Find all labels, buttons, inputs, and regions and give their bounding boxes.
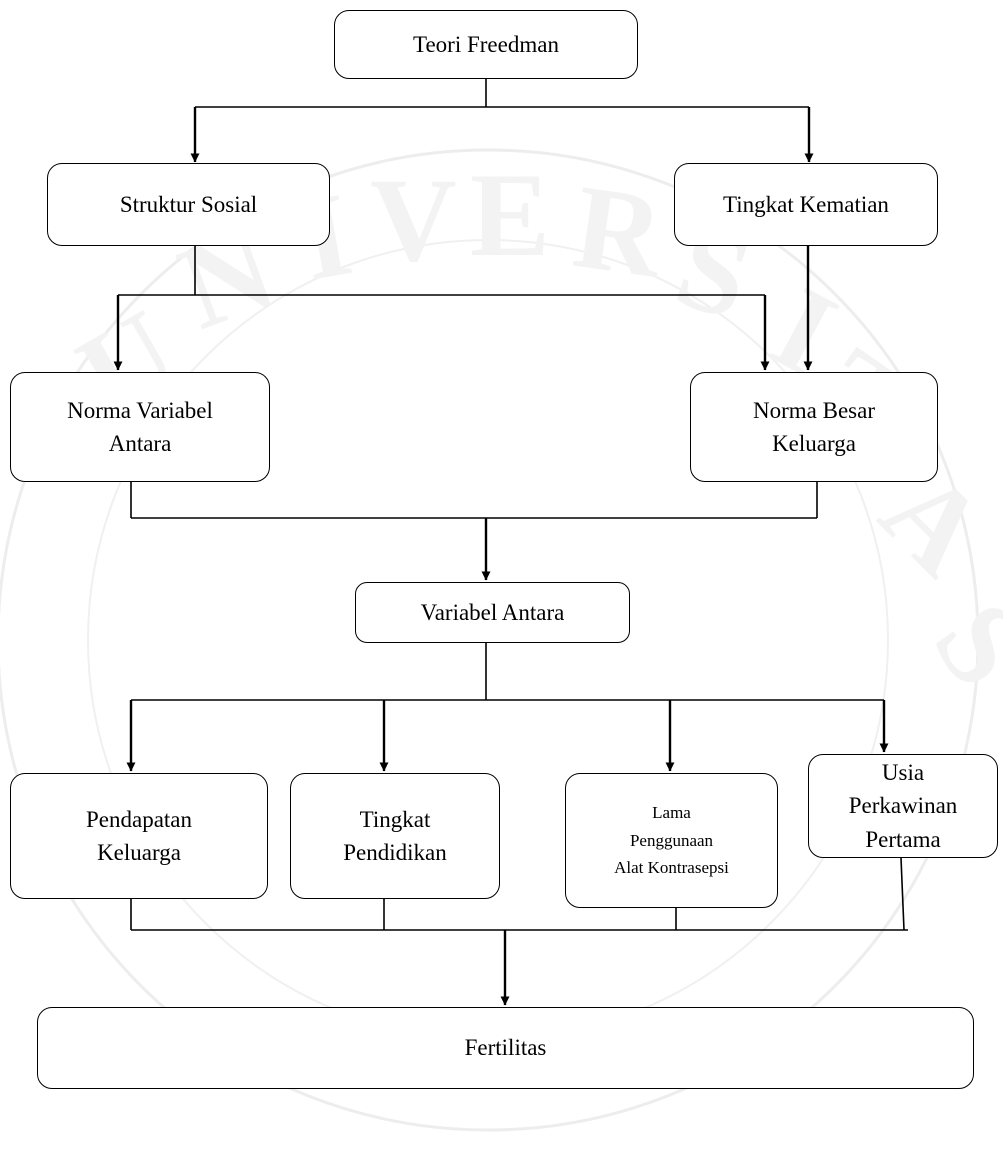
node-tingkat-kematian: Tingkat Kematian bbox=[674, 163, 938, 246]
node-struktur-sosial-label: Struktur Sosial bbox=[119, 191, 258, 217]
node-usia-label-1: Usia bbox=[881, 759, 925, 785]
node-pendidikan-label-1: Tingkat bbox=[359, 806, 431, 832]
node-variabel-antara: Variabel Antara bbox=[355, 582, 630, 643]
node-fertilitas: Fertilitas bbox=[37, 1007, 974, 1089]
node-fertilitas-label: Fertilitas bbox=[464, 1035, 547, 1061]
node-usia-label-3: Pertama bbox=[865, 826, 941, 852]
node-pendapatan-label-1: Pendapatan bbox=[85, 806, 192, 832]
node-lama-label-2: Penggunaan bbox=[629, 830, 714, 850]
node-pendapatan-keluarga: Pendapatan Keluarga bbox=[10, 773, 268, 899]
edge-usia-down bbox=[900, 857, 905, 931]
node-variabel-antara-label: Variabel Antara bbox=[420, 599, 565, 625]
node-norma-besar-label-1: Norma Besar bbox=[753, 397, 875, 423]
node-pendidikan-label-2: Pendidikan bbox=[343, 840, 447, 865]
node-usia-perkawinan-pertama: Usia Perkawinan Pertama bbox=[808, 754, 998, 858]
node-norma-variabel-antara: Norma Variabel Antara bbox=[10, 372, 270, 482]
node-pendapatan-label-2: Keluarga bbox=[97, 840, 181, 865]
node-norma-besar-keluarga: Norma Besar Keluarga bbox=[690, 372, 938, 482]
node-teori-freedman-label: Teori Freedman bbox=[413, 31, 559, 57]
node-teori-freedman: Teori Freedman bbox=[334, 10, 638, 79]
node-lama-penggunaan-kontrasepsi: Lama Penggunaan Alat Kontrasepsi bbox=[565, 773, 778, 908]
node-norma-variabel-label-1: Norma Variabel bbox=[67, 397, 213, 423]
node-struktur-sosial: Struktur Sosial bbox=[47, 163, 330, 246]
node-tingkat-pendidikan: Tingkat Pendidikan bbox=[290, 773, 500, 899]
node-lama-label-3: Alat Kontrasepsi bbox=[614, 858, 729, 878]
node-lama-label-1: Lama bbox=[652, 803, 691, 823]
node-norma-variabel-label-2: Antara bbox=[108, 431, 172, 456]
node-norma-besar-label-2: Keluarga bbox=[772, 431, 856, 456]
node-usia-label-2: Perkawinan bbox=[848, 793, 958, 819]
node-tingkat-kematian-label: Tingkat Kematian bbox=[723, 191, 889, 217]
